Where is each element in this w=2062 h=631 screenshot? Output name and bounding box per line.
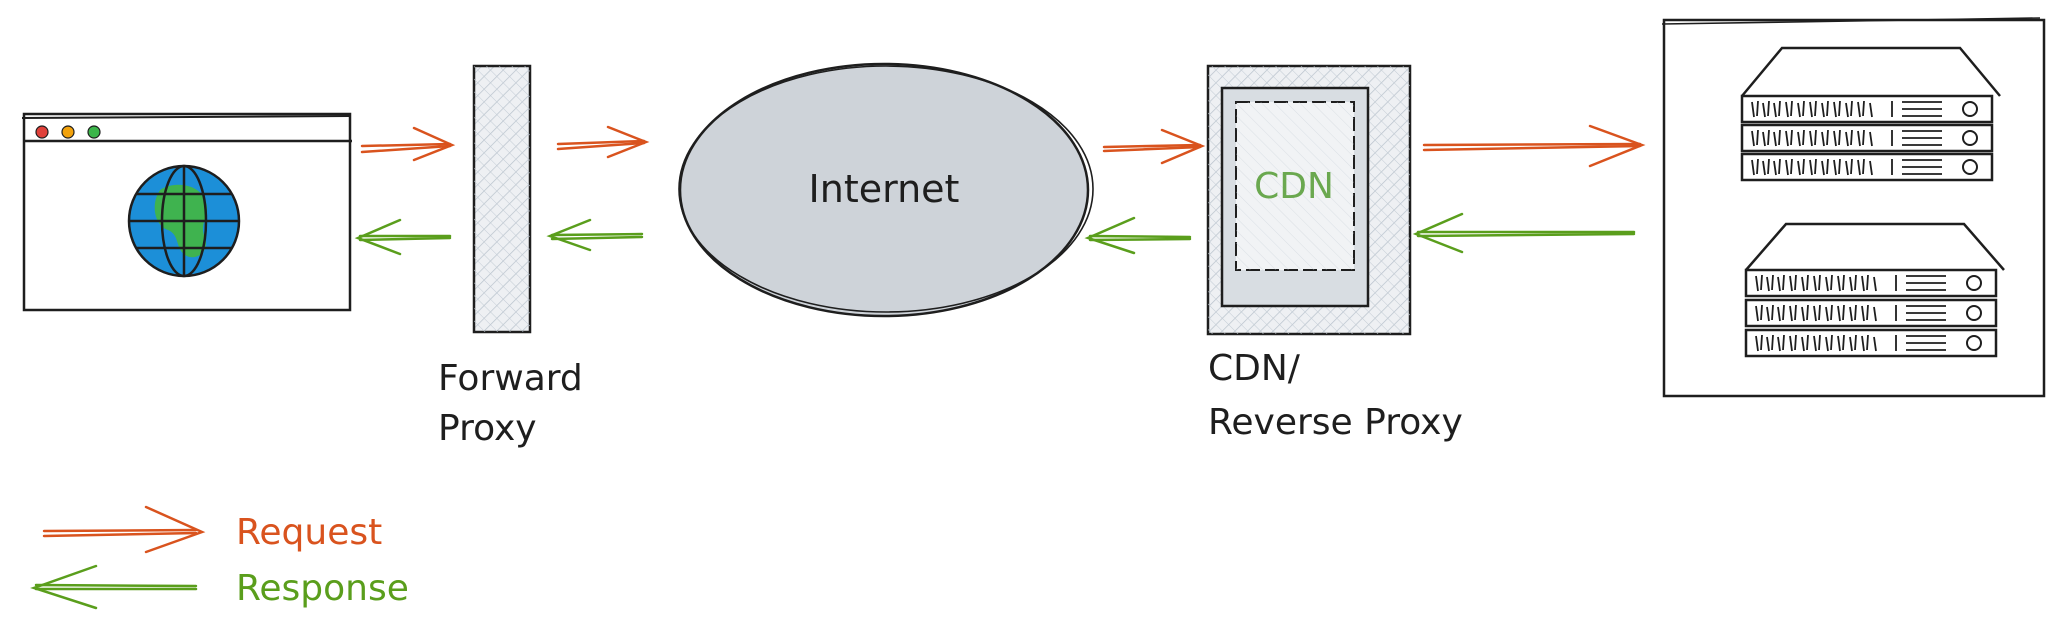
legend-response-label: Response (236, 568, 409, 609)
window-close-dot (35, 125, 49, 139)
forward-proxy-label-line2: Proxy (438, 408, 537, 449)
legend-request-arrow (42, 505, 206, 554)
forward-proxy-box (472, 64, 532, 334)
globe-icon (127, 164, 241, 278)
response-arrows (354, 212, 1636, 256)
request-arrow-proxy-to-internet (556, 125, 650, 159)
browser-window-icon (21, 112, 352, 312)
reverse-proxy-label-line1: CDN/ (1208, 348, 1301, 389)
response-arrow-servers-to-cdn (1412, 212, 1636, 254)
cdn-reverse-proxy-box (1206, 64, 1412, 336)
internet-cloud (678, 62, 1094, 318)
request-arrows (360, 124, 1646, 168)
reverse-proxy-label-line2: Reverse Proxy (1208, 402, 1463, 443)
request-arrow-cdn-to-servers (1422, 124, 1646, 168)
response-arrow-internet-to-proxy (546, 218, 644, 252)
window-minimize-dot (61, 125, 75, 139)
legend-request-label: Request (236, 512, 382, 553)
legend-response-arrow (30, 564, 198, 610)
response-arrow-proxy-to-browser (354, 218, 452, 256)
internet-label: Internet (809, 167, 960, 211)
cdn-inner-label: CDN (1254, 166, 1334, 207)
request-arrow-internet-to-cdn (1102, 128, 1206, 165)
response-arrow-cdn-to-internet (1084, 216, 1192, 255)
request-arrow-browser-to-proxy (360, 126, 456, 162)
server-rack-icon (1661, 17, 2046, 398)
forward-proxy-label-line1: Forward (438, 358, 583, 399)
window-maximize-dot (87, 125, 101, 139)
